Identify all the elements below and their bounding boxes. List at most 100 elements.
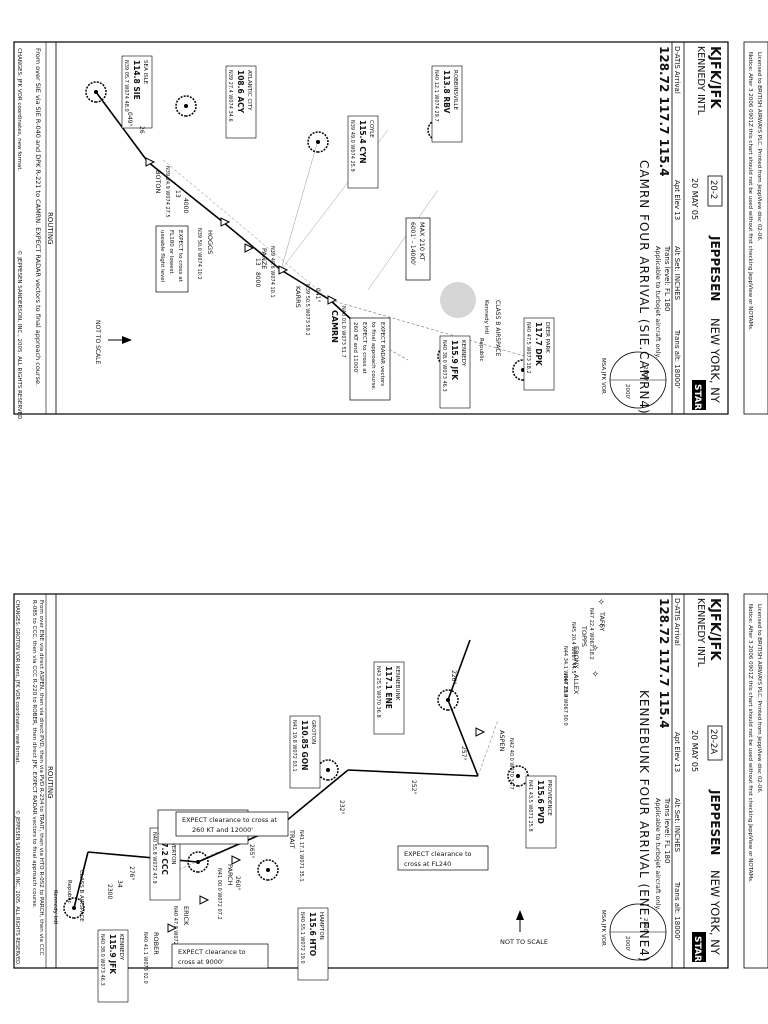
notice-text: Notice: After 3 2006 0901Z this chart sh… <box>747 52 753 331</box>
routing-title-2: ROUTING <box>46 766 54 799</box>
vor-kennedy: KENNEDY 115.9 JFK N40 38.0 W073 46.3 <box>437 335 471 409</box>
svg-text:115.9 JFK: 115.9 JFK <box>108 934 117 975</box>
routing-text-2: From over ENE via direct ASPEN, then via… <box>31 600 44 956</box>
svg-text:TRAIT: TRAIT <box>288 829 296 849</box>
star-badge-label: STAR <box>692 384 702 410</box>
svg-text:N41 17.1 W071 35.1: N41 17.1 W071 35.1 <box>298 830 304 882</box>
fix-parch: PARCH N41 00.0 W072 07.2 <box>216 855 242 920</box>
svg-text:KENNEDY: KENNEDY <box>460 340 466 367</box>
fix-panze: PANZE N39 40.6 W074 10.1 <box>244 243 275 298</box>
svg-text:232°: 232° <box>338 800 345 814</box>
svg-text:257°: 257° <box>460 746 467 760</box>
city-name: NEW YORK, NY <box>708 318 722 404</box>
svg-text:GROTON: GROTON <box>310 720 316 744</box>
star-badge-2 <box>692 932 706 962</box>
vor-coyle: COYLE 115.4 CYN N39 49.0 W074 25.9 <box>307 115 379 189</box>
svg-text:N39 50.0 W074 10.2: N39 50.0 W074 10.2 <box>196 228 202 280</box>
svg-text:8000: 8000 <box>254 272 261 287</box>
trans-alt: Trans alt: 18000' <box>673 329 681 389</box>
waypoint-taffy: ✧ TAFFY N47 22.4 W067 18.2 <box>588 598 606 660</box>
route-lines-2 <box>73 639 499 909</box>
svg-text:EXPECT clearance to: EXPECT clearance to <box>178 948 245 956</box>
star-badge-label-2: STAR <box>692 936 702 962</box>
svg-text:041°: 041° <box>314 288 321 302</box>
svg-text:ASPEN: ASPEN <box>498 730 506 752</box>
svg-text:BOTON: BOTON <box>154 170 162 194</box>
svg-text:EXPECT clearance to cross at: EXPECT clearance to cross at <box>182 816 277 824</box>
svg-text:260 KT and 11000': 260 KT and 11000' <box>352 322 358 374</box>
kennedy-label-2: Kennedy Intl <box>52 890 58 925</box>
svg-text:EBONY: EBONY <box>572 646 580 668</box>
svg-text:N39 50.5 W073 59.2: N39 50.5 W073 59.2 <box>304 284 310 336</box>
svg-text:N40 12.1 W074 29.7: N40 12.1 W074 29.7 <box>433 70 439 122</box>
svg-text:ATLANTIC CITY: ATLANTIC CITY <box>246 70 252 111</box>
chart-date-2: 20 MAY 05 <box>690 730 699 772</box>
svg-text:2800': 2800' <box>642 918 648 934</box>
svg-text:115.6 HTO: 115.6 HTO <box>308 912 317 956</box>
changes-note: CHANGES: JFK VOR coordinates, new format… <box>16 48 22 172</box>
svg-text:115.6 PVD: 115.6 PVD <box>536 780 545 824</box>
msa-circle-2: 2800' 2000' MSA JFK VOR <box>600 903 667 961</box>
vor-calverton: CALVERTON 117.2 CCC N40 55.8 W072 47.9 <box>149 827 209 901</box>
svg-text:to final approach course.: to final approach course. <box>370 322 376 391</box>
publisher-logo: JEPPESEN <box>708 235 722 301</box>
svg-text:265°: 265° <box>248 844 255 858</box>
svg-text:113.8 RBV: 113.8 RBV <box>442 70 451 114</box>
svg-text:MSA JFK VOR: MSA JFK VOR <box>600 910 606 946</box>
svg-text:226°: 226° <box>450 670 457 684</box>
chart-date: 20 MAY 05 <box>690 178 699 220</box>
msa-circle: 2800' 2000' MSA JFK VOR <box>600 351 667 409</box>
chart-number-box <box>707 175 723 207</box>
republic-label: Republic <box>478 338 484 362</box>
chart-border-2 <box>13 593 729 969</box>
svg-text:N40 38.0 W073 46.3: N40 38.0 W073 46.3 <box>441 340 447 392</box>
procedure-title: CAMRN FOUR ARRIVAL (SIE.CAMRN4) <box>637 160 651 415</box>
svg-text:2000': 2000' <box>624 936 630 952</box>
changes-note-2: CHANGES: GROTON VOR Ident, JFK VOR coord… <box>14 600 20 764</box>
chart-kennebunk: Licensed to BRITISH AIRWAYS PLC. Printed… <box>13 593 768 1003</box>
svg-text:2300: 2300 <box>106 884 113 899</box>
vor-sea-isle: SEA ISLE 114.8 SIE N39 05.7 W074 48.0 <box>85 55 153 129</box>
svg-text:EXPECT RADAR vectors: EXPECT RADAR vectors <box>379 322 385 386</box>
expect-clearance-260kt <box>217 808 218 809</box>
vor-kennebunk: KENNEBUNK 117.1 ENE N43 25.5 W070 36.8 <box>373 661 459 735</box>
camrn-expect-box: EXPECT RADAR vectors to final approach c… <box>349 317 391 401</box>
airport-name-2: KENNEDY INTL <box>695 598 706 668</box>
svg-text:4000: 4000 <box>182 198 189 213</box>
kennedy-label: Kennedy Intl <box>483 300 489 335</box>
waypoint-topps: ✧ TOPPS N45 20.4 W067 44.5 <box>570 622 605 674</box>
class-b-label: CLASS B AIRSPACE <box>494 300 501 357</box>
svg-text:useable flight level: useable flight level <box>159 230 165 283</box>
svg-text:ERICK: ERICK <box>182 906 190 926</box>
vor-atlantic-city: ATLANTIC CITY 108.6 ACY N39 27.4 W074 34… <box>175 65 257 139</box>
svg-text:N47 22.4 W067 18.2: N47 22.4 W067 18.2 <box>588 608 594 660</box>
svg-text:114.8 SIE: 114.8 SIE <box>132 60 141 100</box>
svg-text:13: 13 <box>174 190 181 198</box>
route-lines <box>95 91 539 361</box>
svg-text:13: 13 <box>254 258 261 266</box>
vor-deer-park: DEER PARK 117.7 DPK N40 47.5 W073 18.2 <box>512 317 555 391</box>
trans-level: Trans level: FL 180 <box>663 245 671 311</box>
publisher-logo-2: JEPPESEN <box>708 789 722 855</box>
alt-set-2: Alt Set: INCHES <box>673 798 681 853</box>
svg-text:N41 00.0 W072 07.2: N41 00.0 W072 07.2 <box>216 868 222 920</box>
trans-level-2: Trans level: FL 180 <box>663 797 671 863</box>
svg-text:117.2 CCC: 117.2 CCC <box>160 832 169 875</box>
svg-text:PROVIDENCE: PROVIDENCE <box>546 780 552 816</box>
svg-text:260 KT and 12000': 260 KT and 12000' <box>192 826 253 834</box>
svg-text:COYLE: COYLE <box>368 120 374 138</box>
svg-text:✧: ✧ <box>595 598 605 606</box>
svg-text:ROBBINSVILLE: ROBBINSVILLE <box>452 70 458 110</box>
svg-text:252°: 252° <box>410 780 417 794</box>
apt-elev: Apt Elev 13 <box>673 180 681 220</box>
star-badge <box>692 380 706 410</box>
svg-text:SEA ISLE: SEA ISLE <box>142 60 148 85</box>
fix-boton: BOTON N39 24.9 W074 27.5 <box>145 157 170 218</box>
not-to-scale-2: NOT TO SCALE <box>500 938 548 946</box>
svg-text:N40 55.1 W072 19.0: N40 55.1 W072 19.0 <box>299 912 305 964</box>
airport-id: KJFK/JFK <box>707 46 722 109</box>
vor-robbinsville: ROBBINSVILLE 113.8 RBV N40 12.1 W074 29.… <box>427 65 463 143</box>
apt-elev-2: Apt Elev 13 <box>673 732 681 772</box>
notice-text-2: Notice: After 3 2006 0901Z this chart sh… <box>747 604 753 883</box>
svg-text:N44 23.0 W067 00.0: N44 23.0 W067 00.0 <box>562 674 568 726</box>
